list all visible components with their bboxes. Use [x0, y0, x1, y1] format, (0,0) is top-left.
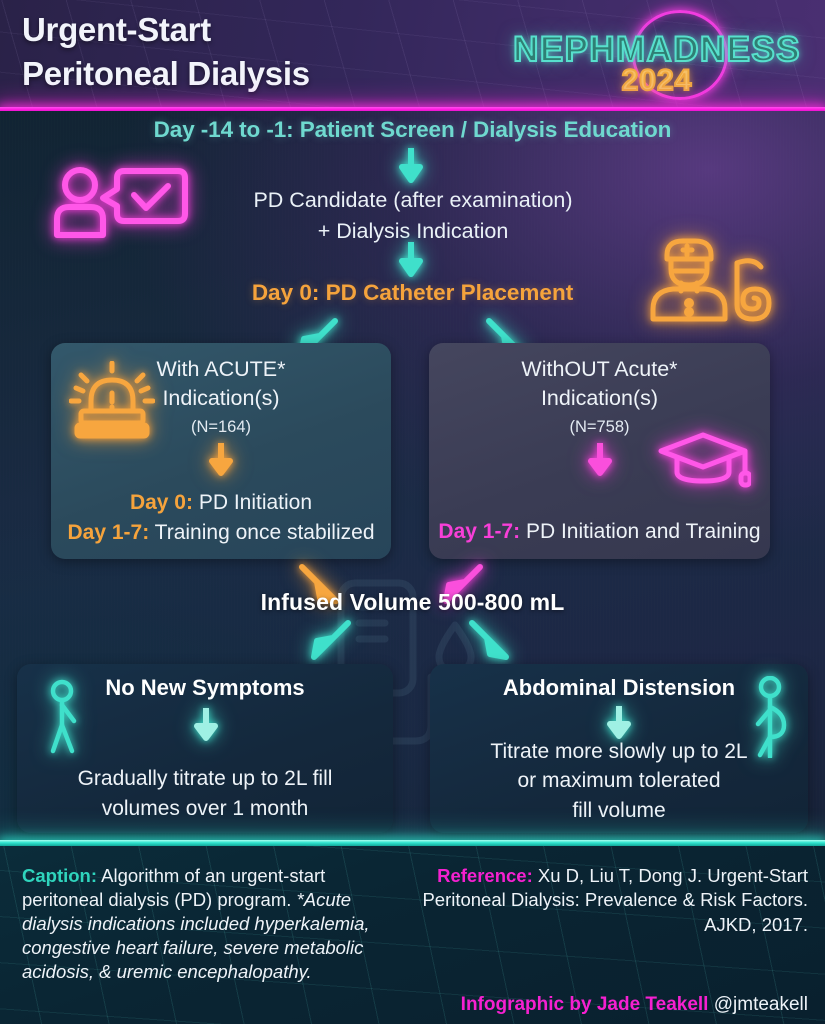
arrow-down-abdominal: [607, 706, 631, 739]
logo-ring-icon: [632, 10, 728, 100]
person-with-checkmark-icon: [54, 167, 188, 238]
nonacute-branch-heading: WithOUT Acute* Indication(s): [429, 355, 770, 413]
person-standing-icon: [50, 679, 77, 754]
outcome-box-no-symptoms: No New Symptoms Gradually titrate up to …: [17, 664, 393, 833]
acute-branch-heading: With ACUTE* Indication(s): [51, 355, 391, 413]
page-title-line2: Peritoneal Dialysis: [22, 54, 310, 92]
acute-heading-line2: Indication(s): [162, 386, 280, 411]
acute-row-1: Day 1-7: Training once stabilized: [51, 518, 391, 548]
caption-text: Algorithm of an urgent-start peritoneal …: [22, 865, 326, 911]
arrow-down-to-candidate: [399, 148, 423, 183]
nephmadness-logo: NEPHMADNESS 2024: [501, 8, 813, 104]
credit-handle: @jmteakell: [708, 994, 808, 1015]
acute-row-1-text: Training once stabilized: [154, 521, 375, 545]
infused-volume-label: Infused Volume 500-800 mL: [260, 589, 565, 615]
abdominal-distension-heading: Abdominal Distension: [502, 675, 736, 700]
acute-row-0-day: Day 0:: [129, 491, 193, 515]
no-symptoms-body-line1: Gradually titrate up to 2L fill: [77, 767, 333, 791]
arrow-down-acute: [209, 443, 233, 476]
pd-candidate-text: PD Candidate (after examination) + Dialy…: [113, 185, 713, 247]
no-symptoms-body: Gradually titrate up to 2L fill volumes …: [17, 764, 393, 823]
reference-label: Reference:: [437, 865, 533, 886]
catheter-placement-header: Day 0: PD Catheter Placement: [251, 280, 574, 305]
abdominal-distension-body: Titrate more slowly up to 2L or maximum …: [430, 737, 808, 825]
header-divider: [0, 107, 825, 113]
siren-icon: [69, 361, 155, 439]
arrow-converge-left: [298, 563, 342, 605]
abdominal-body-line2: or maximum tolerated: [517, 769, 721, 793]
arrow-converge-right: [440, 563, 484, 605]
footer-divider: [0, 840, 825, 846]
arrow-diverge-left: [310, 619, 354, 661]
header-banner: Urgent-Start Peritoneal Dialysis NEPHMAD…: [0, 0, 825, 111]
abdominal-body-line1: Titrate more slowly up to 2L: [490, 739, 748, 763]
acute-row-0-text: PD Initiation: [198, 491, 313, 515]
pd-candidate-line2: + Dialysis Indication: [317, 219, 509, 244]
nonacute-heading-line1: WithOUT Acute*: [521, 357, 678, 381]
arrow-down-no-symptoms: [194, 708, 218, 741]
credit-label: Infographic by Jade Teakell: [460, 994, 709, 1015]
logo-wordmark: NEPHMADNESS: [512, 29, 801, 70]
reference-block: Reference: Xu D, Liu T, Dong J. Urgent-S…: [388, 864, 808, 937]
acute-row-0: Day 0: PD Initiation: [51, 488, 391, 518]
no-symptoms-body-line2: volumes over 1 month: [101, 796, 309, 820]
outcome-box-abdominal-distension: Abdominal Distension Titrate more slowly…: [430, 664, 808, 833]
caption-label: Caption:: [22, 865, 98, 886]
arrow-down-nonacute: [588, 443, 612, 476]
arrow-diverge-right: [468, 619, 512, 661]
caption-note: *Acute dialysis indications included hyp…: [22, 889, 370, 983]
screening-phase-header: Day -14 to -1: Patient Screen / Dialysis…: [153, 117, 672, 142]
nonacute-heading-line2: Indication(s): [540, 386, 659, 411]
caption-block: Caption: Algorithm of an urgent-start pe…: [22, 864, 372, 984]
surgeon-icon: [650, 238, 772, 322]
graduation-cap-icon: [658, 432, 751, 488]
nonacute-sample-size: (N=758): [569, 418, 630, 436]
logo-year: 2024: [621, 63, 693, 98]
person-distended-abdomen-icon: [755, 676, 787, 758]
arrow-down-to-catheter: [399, 242, 423, 277]
page-title-line1: Urgent-Start: [22, 11, 211, 48]
acute-heading-line1: With ACUTE*: [156, 357, 286, 381]
acute-row-1-day: Day 1-7:: [67, 521, 150, 545]
abdominal-body-line3: fill volume: [572, 798, 666, 822]
credit-block: Infographic by Jade Teakell @jmteakell: [348, 994, 808, 1016]
acute-branch-body: Day 0: PD Initiation Day 1-7: Training o…: [51, 488, 391, 548]
flowchart-body: Day -14 to -1: Patient Screen / Dialysis…: [0, 111, 825, 843]
nonacute-row-0: Day 1-7: PD Initiation and Training: [429, 517, 770, 547]
nonacute-row-0-day: Day 1-7:: [438, 520, 521, 544]
reference-text: Xu D, Liu T, Dong J. Urgent-Start Perito…: [422, 865, 808, 935]
branch-box-acute: With ACUTE* Indication(s) (N=164) Day 0:…: [51, 343, 391, 559]
pd-candidate-line1: PD Candidate (after examination): [253, 188, 573, 212]
footer-grid-pattern: [0, 846, 825, 1024]
nonacute-row-0-text: PD Initiation and Training: [525, 520, 761, 544]
branch-box-nonacute: WithOUT Acute* Indication(s) (N=758): [429, 343, 770, 559]
nonacute-branch-body: Day 1-7: PD Initiation and Training: [429, 517, 770, 547]
acute-sample-size: (N=164): [190, 418, 252, 436]
page-title: Urgent-Start Peritoneal Dialysis: [22, 8, 310, 95]
no-symptoms-heading: No New Symptoms: [105, 675, 305, 700]
footer-section: Caption: Algorithm of an urgent-start pe…: [0, 846, 825, 1024]
